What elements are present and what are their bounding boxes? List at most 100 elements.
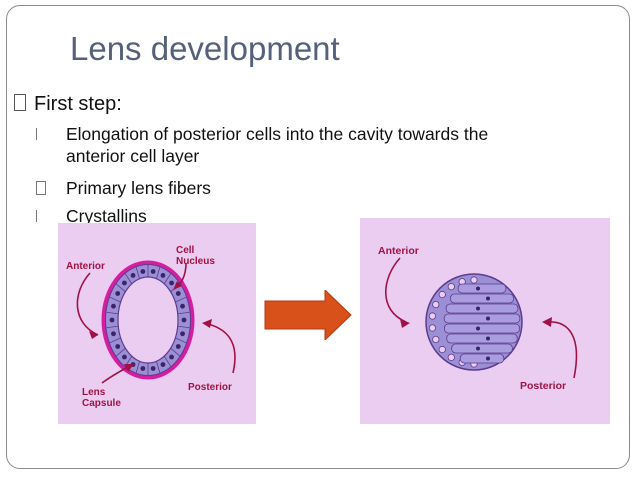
anterior-arrow-head <box>89 331 98 339</box>
sub-bullet-icon <box>36 210 37 222</box>
cell-nucleus <box>115 344 121 349</box>
cell-nucleus <box>150 269 156 274</box>
fiber-nucleus <box>476 346 480 351</box>
cell-divider <box>115 283 126 293</box>
cell-divider <box>105 325 119 329</box>
posterior-pointer-arrow <box>545 321 578 379</box>
anterior-cell <box>438 345 446 354</box>
cell-divider <box>175 337 187 344</box>
label-cell: Cell <box>176 245 195 256</box>
nucleus-arrow-head <box>173 281 182 290</box>
cell-divider <box>124 273 133 285</box>
cell-nucleus <box>122 354 127 360</box>
anterior-cell <box>428 324 437 332</box>
label-posterior: Posterior <box>520 380 566 392</box>
cell-nucleus <box>111 331 116 337</box>
sub-bullet-box-icon <box>36 181 46 195</box>
bullet-box-icon <box>14 94 26 111</box>
cell-divider <box>163 355 172 367</box>
label-nucleus: Nucleus <box>176 256 215 267</box>
slide-title: Lens development <box>70 30 340 67</box>
lens-fiber <box>457 283 507 294</box>
lens-fiber <box>446 333 518 344</box>
cell-nucleus <box>109 317 115 323</box>
label-anterior: Anterior <box>378 245 419 257</box>
cell-nucleus <box>130 273 136 278</box>
cell-nucleus <box>115 291 121 296</box>
cell-nucleus <box>175 291 181 296</box>
cell-divider <box>115 347 126 357</box>
bullet-text: First step: <box>34 93 122 115</box>
cell-divider <box>175 296 187 303</box>
cell-nucleus <box>160 362 166 367</box>
cell-nuclei <box>105 264 191 376</box>
anterior-arrow-head <box>400 319 410 328</box>
sub-bullet-text-line1: Elongation of posterior cells into the c… <box>66 124 489 144</box>
primary-lens-fibers <box>443 283 521 364</box>
vesicle-cavity <box>117 276 179 364</box>
cell-divider <box>135 266 140 279</box>
fiber-nucleus <box>476 326 480 331</box>
bullet-first-step: First step: <box>14 93 122 116</box>
lens-fiber <box>443 313 521 324</box>
primary-fiber-diagram: Anterior Posterior <box>360 218 610 424</box>
label-capsule: Capsule <box>82 398 121 409</box>
cell-divider <box>109 337 121 344</box>
right-arrow-icon <box>264 290 352 340</box>
label-lens: Lens <box>82 387 106 398</box>
cell-nucleus <box>140 366 146 371</box>
anterior-pointer-arrow <box>76 272 99 336</box>
cell-nucleus <box>140 269 146 274</box>
cell-divider <box>135 361 140 374</box>
cell-divider <box>156 361 161 374</box>
cell-nucleus <box>111 303 116 309</box>
fiber-nucleus <box>486 316 490 321</box>
cell-divider <box>163 273 172 285</box>
fiber-nucleus <box>486 296 490 301</box>
anterior-cell <box>428 312 437 320</box>
cell-nucleus <box>169 280 174 286</box>
cell-nucleus <box>175 344 181 349</box>
lens-fiber <box>451 343 513 354</box>
fiber-nucleus <box>486 356 490 361</box>
anterior-cell <box>447 283 455 291</box>
sub-bullet-icon <box>36 128 37 140</box>
cell-nucleus <box>180 303 185 309</box>
posterior-arrow-head <box>542 317 552 327</box>
lens-fiber <box>459 353 505 364</box>
anterior-pointer-arrow <box>384 257 407 323</box>
cell-nucleus <box>181 317 187 323</box>
cell-divider <box>177 311 191 315</box>
cell-divider <box>109 296 121 303</box>
capsule-arrow-head <box>124 364 134 372</box>
cell-nucleus <box>122 280 127 286</box>
lens-capsule-ring <box>101 260 195 380</box>
sub-bullet-text-line2: anterior cell layer <box>66 146 200 166</box>
lens-fiber <box>445 303 519 314</box>
cell-nucleus <box>160 273 166 278</box>
cell-divider <box>105 311 119 315</box>
lens-fiber <box>443 323 521 334</box>
fiber-nucleus <box>476 306 480 311</box>
cell-nucleus <box>169 354 174 360</box>
lens-fiber <box>450 293 514 304</box>
anterior-cell <box>432 335 440 344</box>
cell-divider <box>177 325 191 329</box>
fiber-nucleus <box>486 336 490 341</box>
progression-arrow <box>264 290 352 340</box>
sub-bullet-text: Crystallins <box>66 206 147 226</box>
sub-bullet-text: Primary lens fibers <box>66 178 211 198</box>
cell-nucleus <box>180 331 185 337</box>
anterior-cell <box>438 290 446 299</box>
label-anterior: Anterior <box>66 261 105 272</box>
cell-nucleus <box>150 366 156 371</box>
cell-divider <box>156 266 161 279</box>
posterior-arrow-head <box>202 319 212 328</box>
label-posterior: Posterior <box>188 382 232 393</box>
cell-divider <box>170 347 181 357</box>
fiber-nucleus <box>476 286 480 291</box>
anterior-cell <box>432 300 440 309</box>
anterior-cell <box>447 353 455 361</box>
anterior-cell <box>470 276 478 284</box>
lens-vesicle-diagram: Anterior Cell Nucleus Lens Capsule Poste… <box>58 223 256 424</box>
